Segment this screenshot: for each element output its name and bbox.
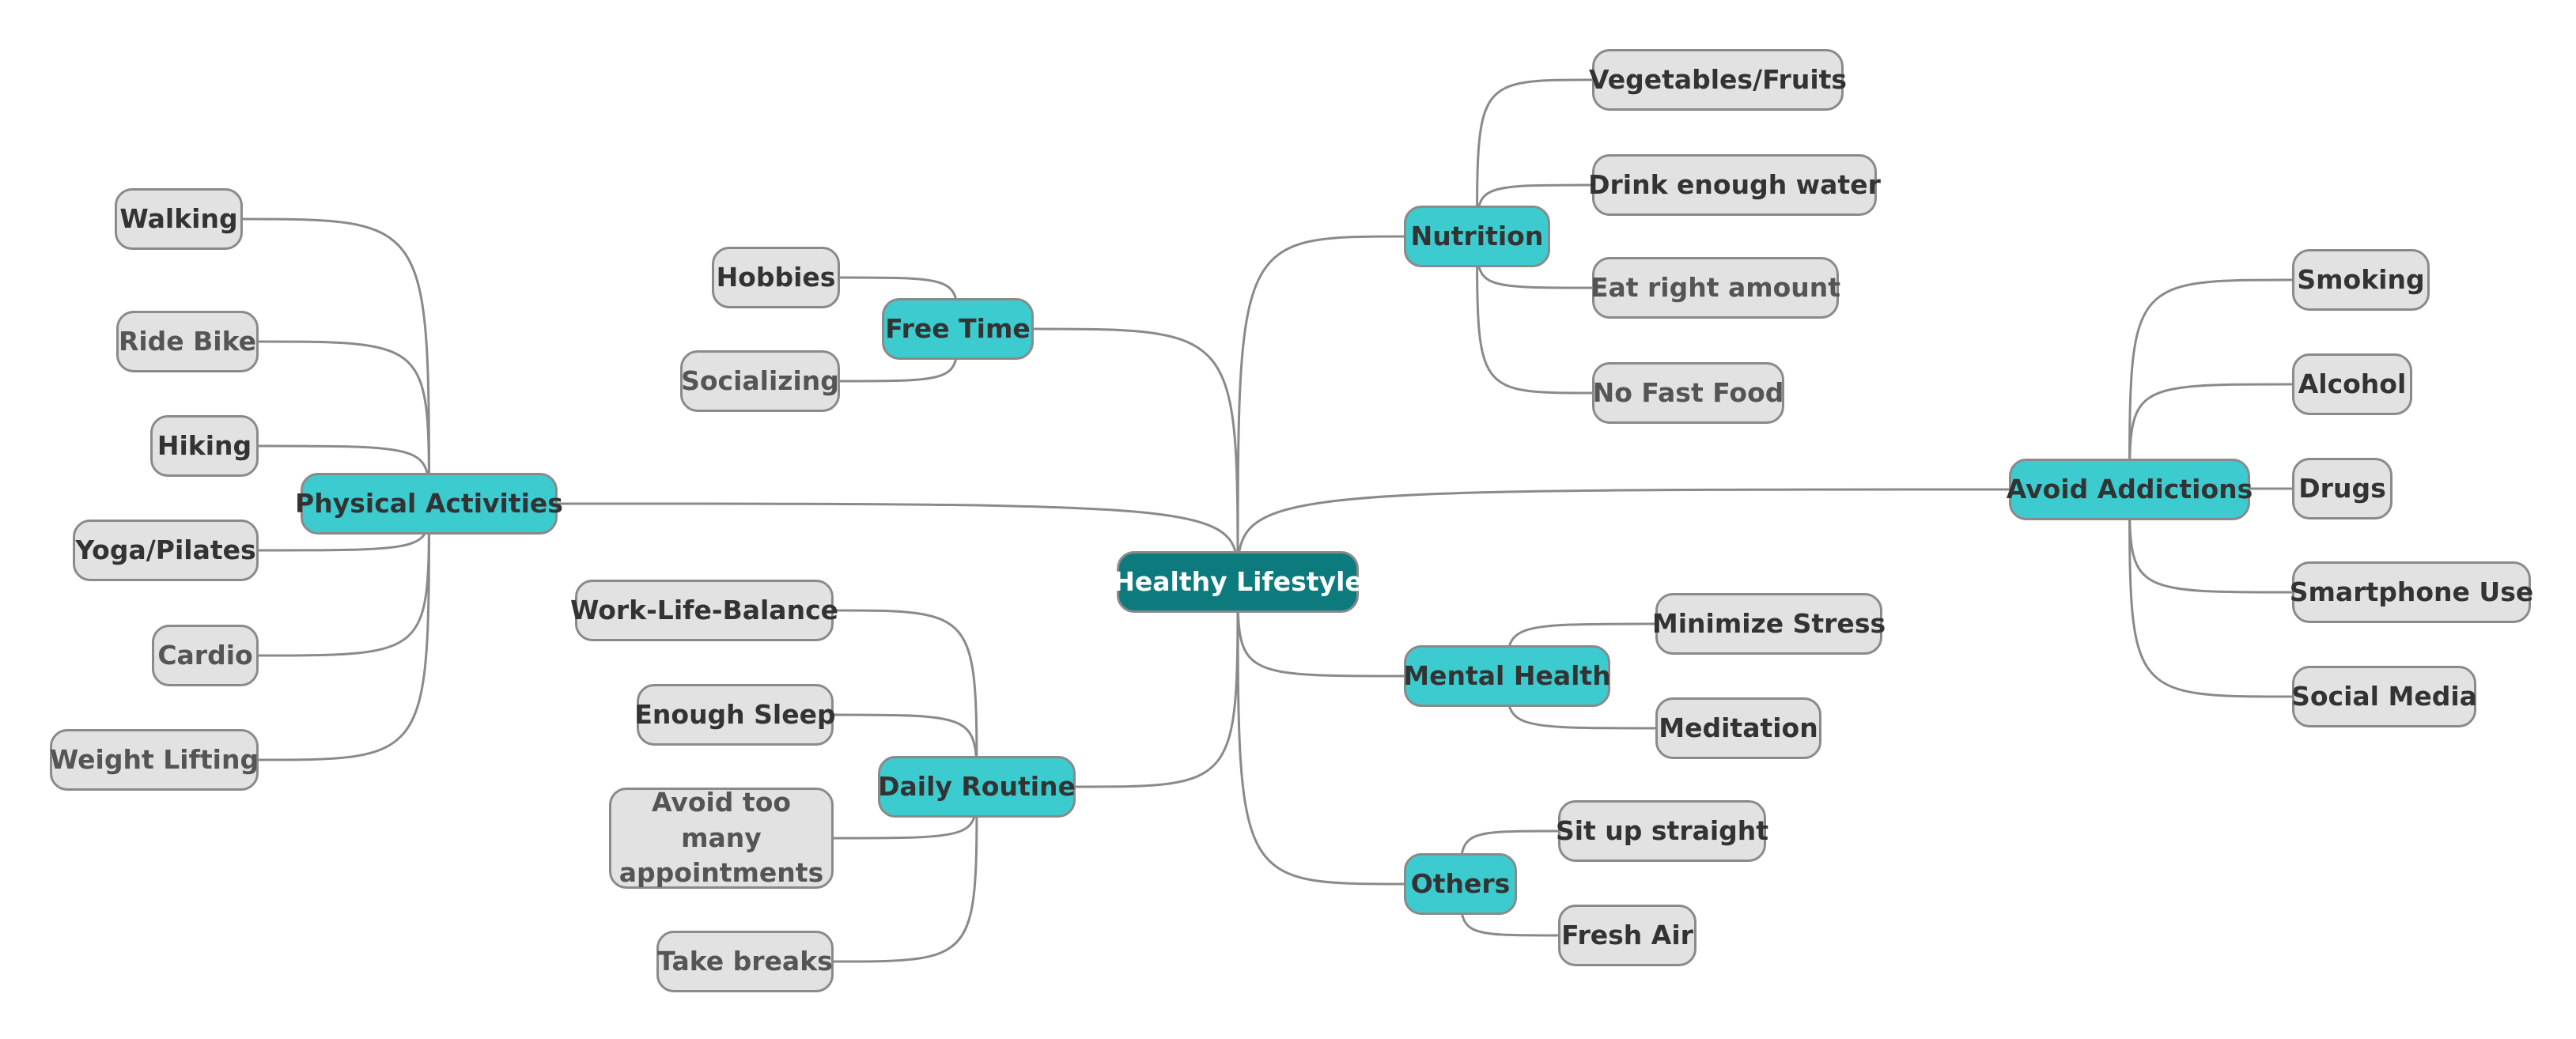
leaf-socializing[interactable]: Socializing	[680, 350, 840, 412]
leaf-enough-sleep[interactable]: Enough Sleep	[634, 684, 836, 746]
link-root-nutrition	[1236, 235, 1405, 583]
leaf-no-fast-food[interactable]: No Fast Food	[1592, 362, 1784, 424]
branch-free-time[interactable]: Free Time	[882, 298, 1034, 360]
leaf-smoking[interactable]: Smoking	[2292, 249, 2430, 311]
link-physical-activities-5	[258, 503, 430, 761]
leaf-drink-enough-water[interactable]: Drink enough water	[1588, 154, 1881, 216]
leaf-minimize-stress[interactable]: Minimize Stress	[1652, 593, 1886, 655]
leaf-ride-bike[interactable]: Ride Bike	[116, 311, 259, 372]
link-physical-activities-0	[242, 217, 430, 504]
leaf-vegetables-fruits[interactable]: Vegetables/Fruits	[1589, 49, 1847, 111]
leaf-meditation[interactable]: Meditation	[1655, 697, 1821, 759]
branch-avoid-addictions[interactable]: Avoid Addictions	[2007, 459, 2253, 520]
leaf-hobbies[interactable]: Hobbies	[712, 247, 840, 308]
branch-daily-routine[interactable]: Daily Routine	[878, 756, 1076, 818]
leaf-fresh-air[interactable]: Fresh Air	[1558, 905, 1697, 966]
link-avoid-addictions-0	[2128, 278, 2293, 490]
leaf-smartphone-use[interactable]: Smartphone Use	[2290, 561, 2533, 623]
link-avoid-addictions-1	[2128, 383, 2293, 490]
leaf-hiking[interactable]: Hiking	[150, 415, 259, 477]
leaf-weight-lifting[interactable]: Weight Lifting	[50, 729, 259, 791]
branch-nutrition[interactable]: Nutrition	[1404, 206, 1550, 267]
leaf-walking[interactable]: Walking	[115, 188, 243, 250]
link-physical-activities-1	[258, 340, 430, 504]
leaf-alcohol[interactable]: Alcohol	[2292, 353, 2412, 415]
branch-others[interactable]: Others	[1404, 853, 1517, 915]
root-node[interactable]: Healthy Lifestyle	[1113, 551, 1363, 613]
leaf-cardio[interactable]: Cardio	[152, 625, 259, 686]
link-daily-routine-0	[833, 609, 978, 788]
leaf-work-life-balance[interactable]: Work-Life-Balance	[570, 580, 838, 641]
leaf-avoid-too-many-appointments[interactable]: Avoid too many appointments	[609, 787, 834, 889]
leaf-eat-right-amount[interactable]: Eat right amount	[1591, 257, 1840, 319]
leaf-take-breaks[interactable]: Take breaks	[656, 931, 834, 992]
leaf-drugs[interactable]: Drugs	[2292, 458, 2393, 520]
leaf-sit-up-straight[interactable]: Sit up straight	[1556, 800, 1768, 862]
link-daily-routine-3	[833, 786, 978, 963]
link-avoid-addictions-4	[2128, 489, 2293, 698]
link-root-avoid-addictions	[1236, 488, 2010, 583]
branch-physical-activities[interactable]: Physical Activities	[295, 473, 563, 535]
link-root-free-time	[1033, 327, 1239, 583]
leaf-yoga-pilates[interactable]: Yoga/Pilates	[73, 520, 259, 581]
link-nutrition-0	[1476, 78, 1593, 237]
link-root-others	[1236, 581, 1405, 886]
leaf-social-media[interactable]: Social Media	[2291, 666, 2477, 727]
link-nutrition-3	[1476, 236, 1593, 395]
branch-mental-health[interactable]: Mental Health	[1403, 645, 1611, 707]
